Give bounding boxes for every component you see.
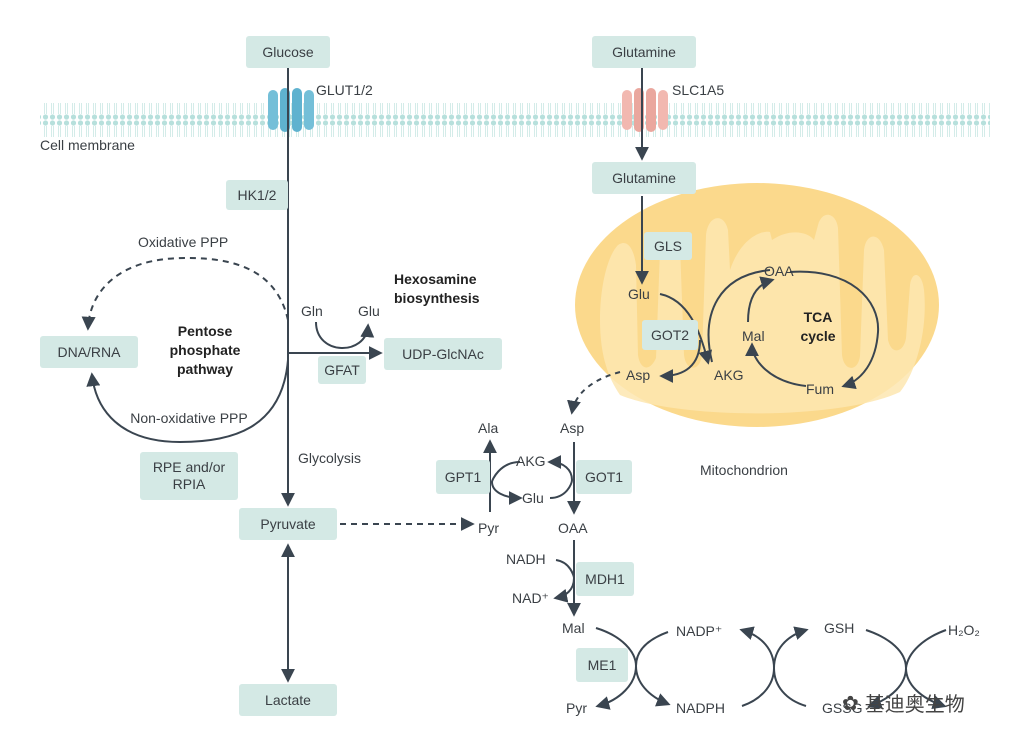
- rpe-rpia-box: RPE and/or RPIA: [140, 452, 238, 500]
- arrow-nadp-nadph: [634, 631, 671, 707]
- slc1a5-label: SLC1A5: [672, 82, 725, 98]
- arrow-akg-glu-gpt1: [490, 461, 523, 505]
- mal-label: Mal: [562, 620, 585, 636]
- non-oxidative-ppp-label: Non-oxidative PPP: [130, 410, 248, 426]
- ala-label: Ala: [478, 420, 499, 436]
- hk-box: HK1/2: [226, 180, 288, 210]
- mitochondrion-label: Mitochondrion: [700, 462, 788, 478]
- arrow-glu-akg-got1: [547, 455, 574, 499]
- tca-cycle-label: TCA cycle: [800, 309, 836, 344]
- pyr-label: Pyr: [478, 520, 499, 536]
- arrow-nadh-nad: [553, 559, 576, 603]
- gln-label: Gln: [301, 303, 323, 319]
- mdh1-box: MDH1: [576, 562, 634, 596]
- mitochondrion: [575, 183, 939, 427]
- watermark: ✿ 基迪奥生物: [842, 688, 965, 717]
- glu-label: Glu: [522, 490, 544, 506]
- arrow-nadph-cycle: [739, 626, 776, 707]
- mal-tca-label: Mal: [742, 328, 765, 344]
- tca-akg-link: [707, 269, 771, 363]
- hexosamine-label: Hexosamine biosynthesis: [394, 271, 480, 306]
- glucose-box: Glucose: [246, 36, 330, 68]
- tca-cycle-arc: [789, 270, 880, 390]
- glutamine-outer-box: Glutamine: [592, 36, 696, 68]
- arrow-glu-akg: [659, 293, 713, 365]
- glut-label: GLUT1/2: [316, 82, 373, 98]
- gsh-label: GSH: [824, 620, 855, 636]
- gssg-label: GSSG: [822, 700, 863, 716]
- gpt1-box: GPT1: [436, 460, 490, 494]
- nad-label: NAD⁺: [512, 590, 549, 606]
- tca-cycle-return: [745, 342, 807, 387]
- watermark-text: 基迪奥生物: [864, 692, 965, 716]
- glu-hex-label: Glu: [358, 303, 380, 319]
- glycolysis-label: Glycolysis: [298, 450, 362, 466]
- arrow-gssg-gsh: [772, 626, 809, 707]
- oxidative-ppp-label: Oxidative PPP: [138, 234, 229, 250]
- nadh-label: NADH: [506, 551, 546, 567]
- cell-membrane-label: Cell membrane: [40, 137, 135, 153]
- got2-box: GOT2: [642, 320, 698, 350]
- glutamine-inner-box: Glutamine: [592, 162, 696, 194]
- arrow-oxidative-ppp: [81, 256, 289, 331]
- lactate-box: Lactate: [239, 684, 337, 716]
- nadp-label: NADP⁺: [676, 623, 723, 639]
- gfat-box: GFAT: [318, 356, 366, 384]
- ppp-title: Pentose phosphate pathway: [169, 323, 241, 377]
- got1-box: GOT1: [576, 460, 632, 494]
- pyruvate-box: Pyruvate: [239, 508, 337, 540]
- dna-rna-box: DNA/RNA: [40, 336, 138, 368]
- arrow-non-oxidative-ppp: [86, 359, 289, 444]
- gls-box: GLS: [644, 232, 692, 260]
- oaa-tca-label: OAA: [764, 263, 794, 279]
- arrow-asp-export: [567, 371, 621, 415]
- wechat-icon: ✿: [842, 690, 859, 715]
- h2o2-label: H₂O₂: [948, 622, 980, 638]
- tca-mal-oaa: [747, 276, 775, 323]
- glu-mito-label: Glu: [628, 286, 650, 302]
- fum-tca-label: Fum: [806, 381, 834, 397]
- arrow-h2o2: [904, 629, 947, 710]
- akg-mito-label: AKG: [714, 367, 744, 383]
- arrow-got2-asp: [659, 339, 701, 383]
- me1-box: ME1: [576, 648, 628, 682]
- cell-membrane: [40, 100, 990, 140]
- asp-label: Asp: [560, 420, 585, 436]
- pyr2-label: Pyr: [566, 700, 587, 716]
- nadph-label: NADPH: [676, 700, 726, 716]
- oaa-label: OAA: [558, 520, 588, 536]
- udp-glcnac-box: UDP-GlcNAc: [384, 338, 502, 370]
- akg-label: AKG: [516, 453, 546, 469]
- asp-mito-label: Asp: [626, 367, 651, 383]
- arrow-gln-glu: [315, 321, 375, 349]
